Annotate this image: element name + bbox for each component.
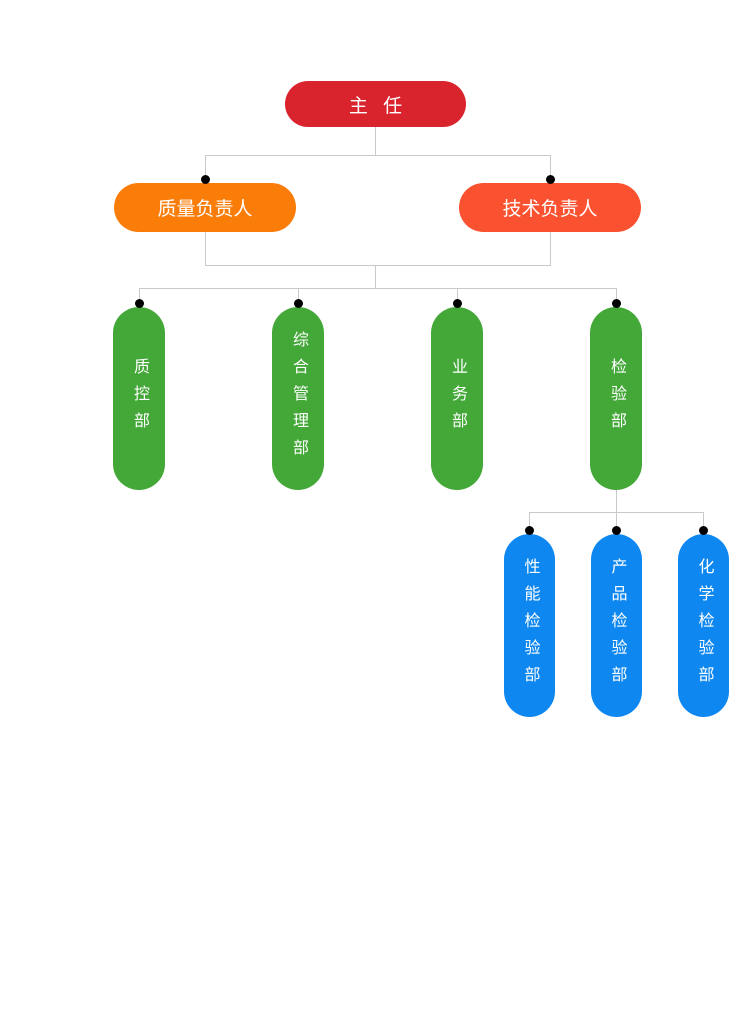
org-node-label: 质控部 [131,358,148,439]
org-node-product-inspection-dept[interactable]: 产品检验部 [591,534,642,717]
connector-dot [612,526,621,535]
org-node-label: 检验部 [608,358,625,439]
org-node-technical-manager[interactable]: 技术负责人 [459,183,641,232]
org-node-quality-control-dept[interactable]: 质控部 [113,307,165,490]
org-node-inspection-dept[interactable]: 检验部 [590,307,642,490]
connector-dot [612,299,621,308]
connector-line [616,490,617,530]
connector-line [616,288,617,302]
connector-line [205,265,551,266]
connector-line [298,288,299,302]
connector-line [529,512,704,513]
org-node-label: 化学检验部 [695,558,713,693]
connector-line [205,232,206,265]
org-node-performance-inspection-dept[interactable]: 性能检验部 [504,534,555,717]
org-node-label: 性能检验部 [521,558,539,693]
org-node-label: 技术负责人 [502,199,598,220]
connector-line [139,288,140,302]
connector-line [457,288,458,302]
connector-line [139,288,617,289]
connector-dot [453,299,462,308]
connector-line [375,126,376,156]
connector-line [205,155,206,179]
connector-dot [201,175,210,184]
org-node-label: 主 任 [348,95,403,117]
org-node-business-dept[interactable]: 业务部 [431,307,483,490]
connector-line [703,512,704,530]
org-node-label: 产品检验部 [608,558,626,693]
connector-line [375,265,376,288]
org-node-quality-manager[interactable]: 质量负责人 [114,183,296,232]
connector-line [550,155,551,179]
connector-dot [699,526,708,535]
org-node-label: 质量负责人 [157,199,253,220]
org-node-label: 综合管理部 [290,331,307,466]
connector-dot [294,299,303,308]
org-node-label: 业务部 [449,358,466,439]
org-node-chemical-inspection-dept[interactable]: 化学检验部 [678,534,729,717]
connector-dot [525,526,534,535]
connector-line [550,232,551,265]
connector-dot [546,175,555,184]
org-node-director[interactable]: 主 任 [285,81,466,127]
org-node-general-management-dept[interactable]: 综合管理部 [272,307,324,490]
connector-dot [135,299,144,308]
connector-line [529,512,530,530]
connector-line [205,155,551,156]
